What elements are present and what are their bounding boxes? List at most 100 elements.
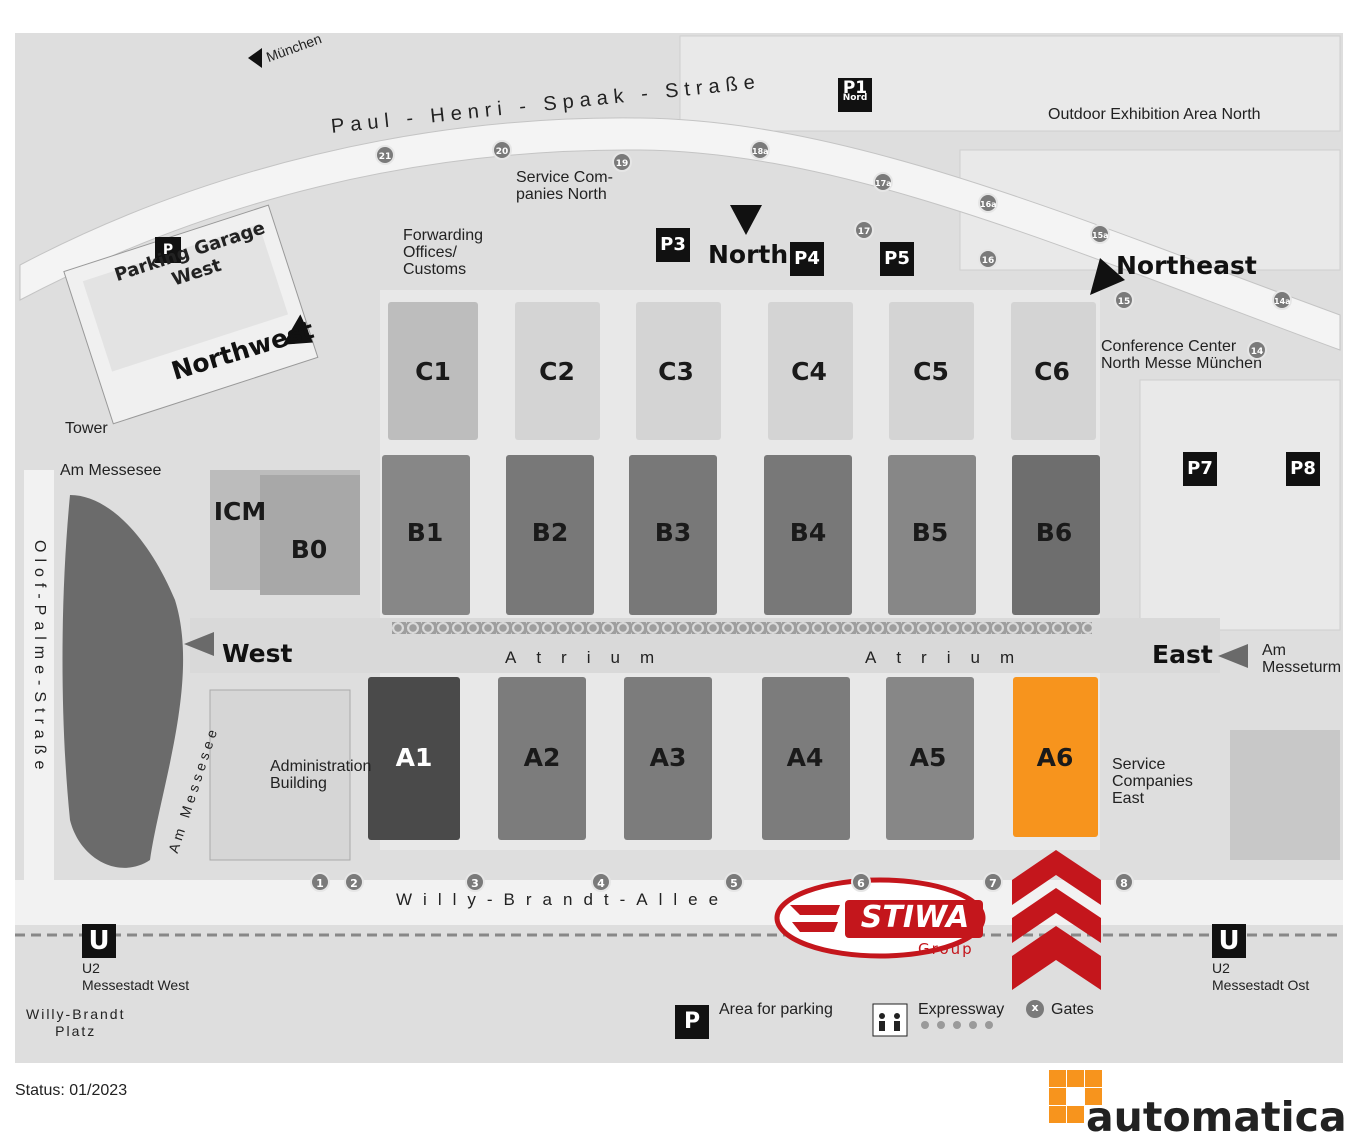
legend-gates-icon: x	[1026, 1000, 1044, 1018]
hall-a2[interactable]	[498, 677, 586, 840]
hall-a1[interactable]	[368, 677, 460, 840]
gate-21[interactable]: 21	[375, 145, 395, 165]
gate-15[interactable]: 15	[1114, 290, 1134, 310]
legend-expressway-label: Expressway	[918, 1001, 1005, 1018]
hall-a2-label: A2	[524, 743, 561, 772]
hall-c4[interactable]	[768, 302, 853, 440]
outdoor-area-label: Outdoor Exhibition Area North	[1048, 106, 1261, 123]
hall-b3-label: B3	[655, 518, 691, 547]
hall-a3[interactable]	[624, 677, 712, 840]
parking-p4: P4	[790, 242, 824, 276]
hall-b1[interactable]	[382, 455, 470, 615]
hall-c6[interactable]	[1011, 302, 1096, 440]
u-west-label: U2 Messestadt West	[82, 960, 190, 993]
gate-3[interactable]: 3	[465, 872, 485, 892]
gate-7[interactable]: 7	[983, 872, 1003, 892]
status-label: Status: 01/2023	[15, 1082, 128, 1099]
gate-2[interactable]: 2	[344, 872, 364, 892]
service-east-building	[1230, 730, 1340, 860]
gate-14a[interactable]: 14a	[1272, 290, 1292, 310]
spaak-strasse-road	[19, 117, 1341, 351]
gate-8[interactable]: 8	[1114, 872, 1134, 892]
atrium-west-label: Atrium	[505, 648, 675, 667]
gate-17[interactable]: 17	[854, 220, 874, 240]
parking-p5: P5	[880, 242, 914, 276]
entrance-east-label: East	[1152, 640, 1213, 669]
gate-4[interactable]: 4	[591, 872, 611, 892]
hall-b6-label: B6	[1036, 518, 1072, 547]
olof-palme-road	[24, 470, 54, 880]
northwest-arrow-icon	[282, 314, 313, 345]
gate-5[interactable]: 5	[724, 872, 744, 892]
hall-b3[interactable]	[629, 455, 717, 615]
hall-c5[interactable]	[889, 302, 974, 440]
forwarding-label: Forwarding Offices/ Customs	[403, 227, 484, 278]
hall-b2[interactable]	[506, 455, 594, 615]
halls-b	[382, 455, 1100, 615]
halls-a	[368, 677, 1098, 840]
parking-p8: P8	[1286, 452, 1320, 486]
hall-c1-label: C1	[415, 357, 451, 386]
hall-b5[interactable]	[888, 455, 976, 615]
gate-17a[interactable]: 17a	[873, 172, 893, 192]
am-messesee-label: Am Messesee	[60, 462, 162, 479]
parking-garage-p-icon: P	[155, 237, 181, 263]
stiwa-logo-text: STIWA	[860, 900, 970, 935]
legend-parking-icon: P	[675, 1005, 709, 1039]
parking-p7: P7	[1183, 452, 1217, 486]
gate-18a[interactable]: 18a	[750, 140, 770, 160]
hall-a6-highlight[interactable]	[1013, 677, 1098, 837]
hall-c1[interactable]	[388, 302, 478, 440]
atrium-east-label: Atrium	[865, 648, 1035, 667]
service-north-label: Service Com- panies North	[516, 169, 613, 203]
entrance-west-label: West	[222, 639, 293, 668]
automatica-logo-text: automatica	[1086, 1093, 1347, 1141]
service-east-label: Service Companies East	[1112, 756, 1193, 807]
icm-label: ICM	[214, 497, 267, 526]
legend-gates-label: Gates	[1051, 1001, 1094, 1018]
hall-b5-label: B5	[912, 518, 948, 547]
b0-building	[260, 475, 360, 595]
hall-c2[interactable]	[515, 302, 600, 440]
gate-20[interactable]: 20	[492, 140, 512, 160]
hall-a4-label: A4	[787, 743, 824, 772]
u-bahn-east-icon: U	[1212, 924, 1246, 958]
east-arrow-icon	[1218, 644, 1248, 668]
west-arrow-icon	[184, 632, 214, 656]
gate-1[interactable]: 1	[310, 872, 330, 892]
hall-b2-label: B2	[532, 518, 568, 547]
gate-16a[interactable]: 16a	[978, 193, 998, 213]
gate-14[interactable]: 14	[1247, 340, 1267, 360]
hall-c2-label: C2	[539, 357, 575, 386]
entrance-north-label: North	[708, 240, 789, 269]
expressway-legend-dots	[921, 1021, 993, 1029]
gate-6[interactable]: 6	[851, 872, 871, 892]
willy-brandt-platz-label: Willy-Brandt Platz	[26, 1006, 126, 1039]
u-bahn-west-icon: U	[82, 924, 116, 958]
hall-a1-label: A1	[396, 743, 433, 772]
expressway-legend-icon	[872, 1003, 908, 1037]
gate-16[interactable]: 16	[978, 249, 998, 269]
parking-p1-label: P1	[842, 78, 868, 98]
hall-c3[interactable]	[636, 302, 721, 440]
u-east-label: U2 Messestadt Ost	[1212, 960, 1310, 993]
northeast-arrow-icon	[1090, 258, 1125, 295]
parking-p1: P1 Nord	[838, 78, 872, 112]
hall-a4[interactable]	[762, 677, 850, 840]
hall-c5-label: C5	[913, 357, 949, 386]
stiwa-logo-icon	[774, 877, 986, 959]
hall-a5[interactable]	[886, 677, 974, 840]
lake	[62, 495, 184, 868]
hall-b4[interactable]	[764, 455, 852, 615]
street-palme-label: Olof-Palme-Straße	[31, 540, 48, 776]
red-chevron-arrow-icon	[1012, 850, 1101, 990]
muenchen-arrow-icon	[248, 48, 262, 68]
hall-b6[interactable]	[1012, 455, 1100, 615]
conference-center-label: Conference Center North Messe München	[1101, 338, 1262, 372]
gate-19[interactable]: 19	[612, 152, 632, 172]
halls-c	[388, 302, 1096, 440]
hall-b4-label: B4	[790, 518, 826, 547]
gate-15a[interactable]: 15a	[1090, 224, 1110, 244]
